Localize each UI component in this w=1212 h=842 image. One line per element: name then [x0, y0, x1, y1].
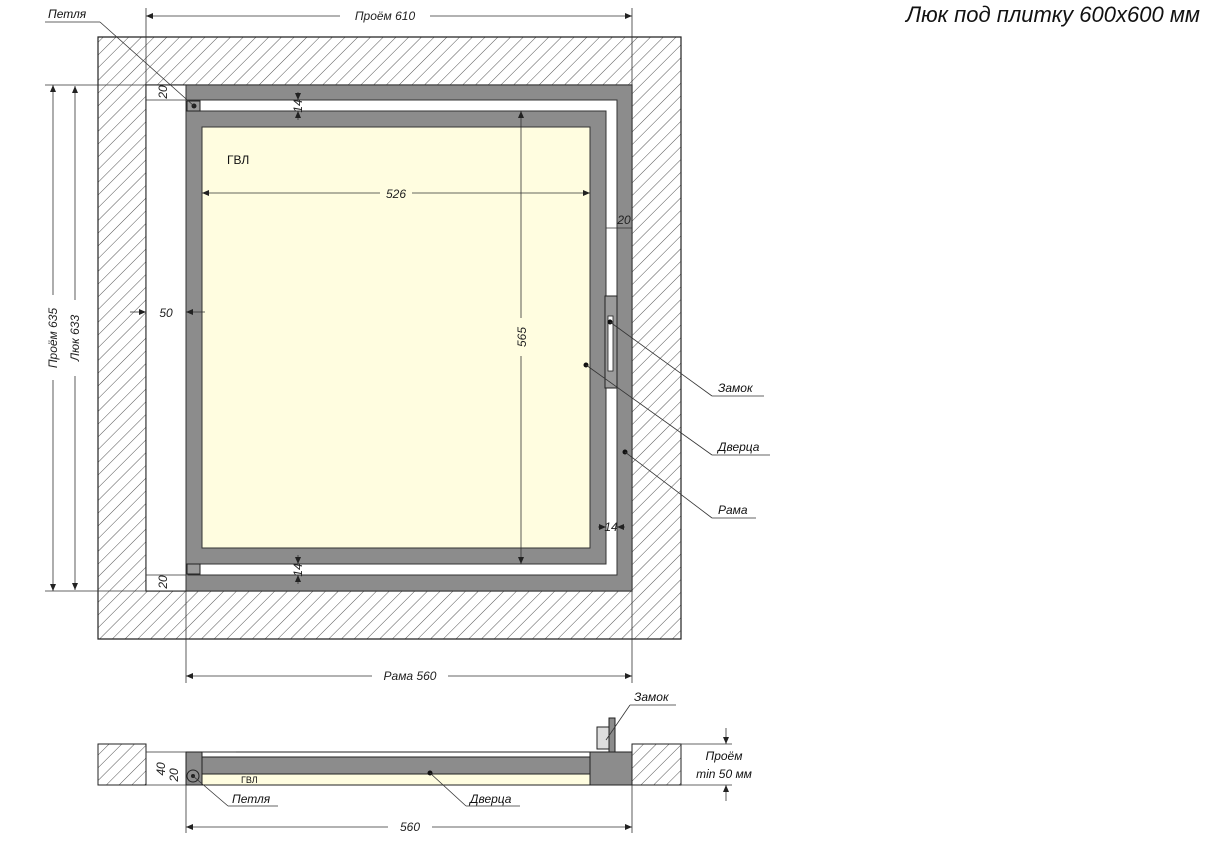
label-section-door: Дверца	[468, 792, 512, 806]
label-opening-min-2: min 50 мм	[696, 767, 752, 781]
dim-section-20: 20	[167, 768, 181, 783]
label-material: ГВЛ	[227, 153, 249, 167]
label-section-hinge: Петля	[232, 792, 271, 806]
label-door: Дверца	[716, 440, 760, 454]
section-wall-right	[631, 743, 682, 786]
section-door	[201, 756, 591, 775]
dim-opening-width: Проём 610	[355, 9, 416, 23]
section-panel	[201, 773, 591, 786]
label-frame: Рама	[718, 503, 748, 517]
dim-section-width: 560	[400, 820, 420, 834]
dim-gap-right: 20	[616, 213, 631, 227]
label-lock: Замок	[718, 381, 754, 395]
label-hinge: Петля	[48, 7, 87, 21]
lock-latch	[607, 315, 614, 372]
dim-gap-bottom: 20	[156, 575, 170, 590]
dim-panel-width: 526	[386, 187, 406, 201]
section-view: Замок Петля Дверца ГВЛ 40 20 Проём min 5…	[97, 690, 752, 834]
dim-border-right: 14	[604, 520, 618, 534]
dim-gap-top: 20	[156, 85, 170, 100]
label-opening-min-1: Проём	[706, 749, 743, 763]
hinge-bottom	[186, 563, 201, 575]
label-section-material: ГВЛ	[241, 775, 258, 785]
dim-border-bottom: 14	[291, 563, 305, 577]
label-section-lock: Замок	[634, 690, 670, 704]
dim-frame-width: Рама 560	[384, 669, 437, 683]
drawing-title: Люк под плитку 600х600 мм	[904, 2, 1200, 27]
plan-view: Проём 610 Петля Проём 635 Люк 633 20 20 …	[45, 7, 770, 683]
dim-section-40: 40	[154, 762, 168, 776]
panel-gvl	[201, 126, 591, 549]
dim-panel-height: 565	[515, 327, 529, 347]
section-wall-left	[97, 743, 147, 786]
dim-opening-height: Проём 635	[46, 308, 60, 369]
dim-border-top: 14	[291, 99, 305, 113]
dim-side-left: 50	[159, 306, 173, 320]
dim-hatch-height: Люк 633	[68, 315, 82, 363]
